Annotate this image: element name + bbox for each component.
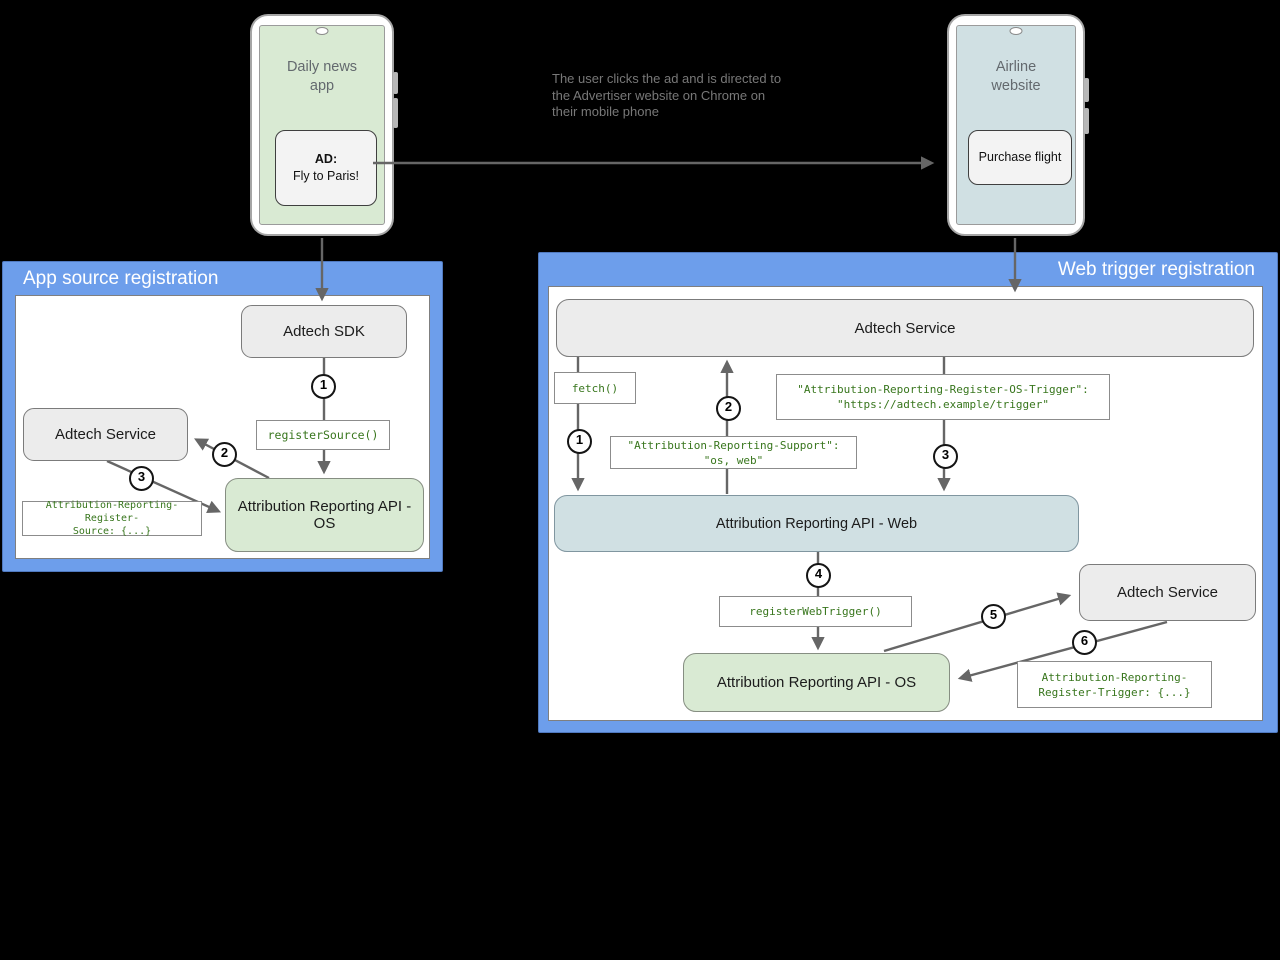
volume-button [393, 72, 398, 94]
adtech-service-label: Adtech Service [55, 426, 156, 443]
register-os-trigger-header-box: "Attribution-Reporting-Register-OS-Trigg… [776, 374, 1110, 420]
attribution-api-os-label: Attribution Reporting API - OS [237, 498, 412, 532]
step-2-badge: 2 [716, 396, 741, 421]
adtech-service-node: Adtech Service [23, 408, 188, 461]
step-4-badge: 4 [806, 563, 831, 588]
ad-box: AD: Fly to Paris! [275, 130, 377, 206]
attribution-api-web-node: Attribution Reporting API - Web [554, 495, 1079, 552]
attribution-api-web-label: Attribution Reporting API - Web [715, 515, 918, 532]
code-line: Register-Trigger: {...} [1038, 685, 1191, 699]
adtech-service-right-node: Adtech Service [1079, 564, 1256, 621]
attribution-support-header-box: "Attribution-Reporting-Support": "os, we… [610, 436, 857, 469]
step-2-badge: 2 [212, 442, 237, 467]
register-source-header-box: Attribution-Reporting-Register- Source: … [22, 500, 202, 537]
attribution-api-os-node: Attribution Reporting API - OS [225, 478, 424, 552]
phone-daily-news: Daily news app AD: Fly to Paris! [250, 14, 398, 236]
camera-dot [1009, 27, 1023, 35]
airline-website-label: Airline website [991, 59, 1041, 94]
camera-dot [315, 27, 329, 35]
user-click-annotation: The user clicks the ad and is directed t… [552, 71, 812, 121]
adtech-service-top-label: Adtech Service [854, 319, 956, 337]
register-source-label: registerSource() [267, 427, 379, 442]
adtech-service-right-label: Adtech Service [1117, 584, 1218, 601]
code-line: Attribution-Reporting- [1041, 670, 1188, 684]
daily-news-screen: Daily news app AD: Fly to Paris! [259, 25, 385, 225]
register-trigger-header-box: Attribution-Reporting- Register-Trigger:… [1017, 661, 1212, 708]
daily-news-app-label: Daily news app [286, 59, 358, 94]
step-6-badge: 6 [1072, 630, 1097, 655]
register-source-call: registerSource() [256, 420, 390, 450]
attribution-api-os-label: Attribution Reporting API - OS [716, 674, 917, 691]
fetch-call: fetch() [554, 372, 636, 404]
annotation-line: the Advertiser website on Chrome on [552, 87, 766, 103]
step-3-badge: 3 [933, 444, 958, 469]
step-3-badge: 3 [129, 466, 154, 491]
step-1-badge: 1 [567, 429, 592, 454]
attribution-api-os-node-web: Attribution Reporting API - OS [683, 653, 950, 712]
phone-airline: Airline website Purchase flight [947, 14, 1089, 236]
panel-title-web-trigger: Web trigger registration [1057, 259, 1255, 280]
power-button [393, 98, 398, 128]
purchase-flight-button: Purchase flight [968, 130, 1072, 185]
register-web-trigger-label: registerWebTrigger() [749, 605, 882, 618]
code-line: "Attribution-Reporting-Register-OS-Trigg… [797, 383, 1089, 396]
airline-screen: Airline website Purchase flight [956, 25, 1076, 225]
panel-title-app-source: App source registration [23, 268, 219, 289]
adtech-service-top-node: Adtech Service [556, 299, 1254, 357]
annotation-line: The user clicks the ad and is directed t… [552, 71, 782, 86]
ad-body: Fly to Paris! [293, 169, 359, 183]
power-button [1084, 108, 1089, 134]
code-line: Attribution-Reporting-Register- [45, 500, 179, 524]
step-1-badge: 1 [311, 374, 336, 399]
volume-button [1084, 78, 1089, 102]
annotation-line: their mobile phone [552, 104, 659, 119]
adtech-sdk-node: Adtech SDK [241, 305, 407, 358]
fetch-label: fetch() [571, 381, 619, 395]
purchase-flight-label: Purchase flight [978, 150, 1062, 164]
ad-heading: AD: [314, 152, 338, 166]
code-line: "Attribution-Reporting-Support": "os, we… [627, 438, 840, 467]
code-line: Source: {...} [72, 526, 152, 537]
adtech-sdk-label: Adtech SDK [283, 323, 365, 340]
register-web-trigger-call: registerWebTrigger() [719, 596, 912, 627]
step-5-badge: 5 [981, 604, 1006, 629]
code-line: "https://adtech.example/trigger" [837, 398, 1049, 411]
